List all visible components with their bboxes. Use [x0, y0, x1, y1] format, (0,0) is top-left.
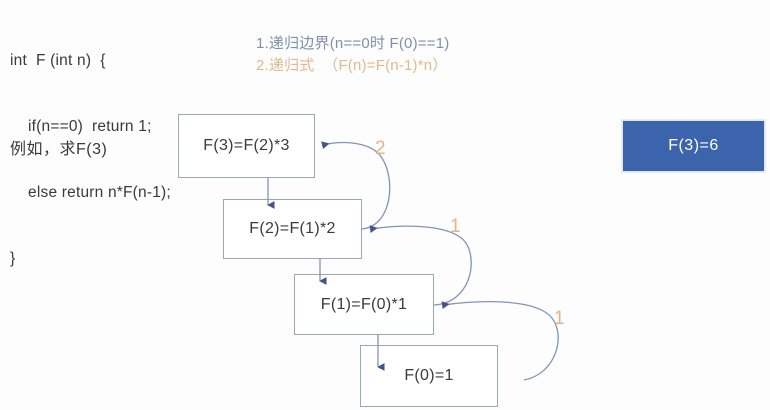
code-line-1: if(n==0) return 1; [10, 118, 152, 135]
call-frame-f0: F(0)=1 [360, 345, 498, 407]
call-frame-f1: F(1)=F(0)*1 [294, 274, 434, 335]
result-badge: F(3)=6 [622, 120, 765, 172]
code-line-0: int F (int n) { [10, 52, 106, 69]
step-number-2: 2 [375, 138, 387, 159]
source-code-block: int F (int n) { if(n==0) return 1; else … [10, 6, 171, 314]
code-line-2: else return n*F(n-1); [10, 184, 171, 201]
code-line-3: } [10, 250, 16, 267]
annotation-recursion-formula: 2.递归式 （F(n)=F(n-1)*n） [256, 57, 448, 74]
step-number-1-lower: 1 [554, 308, 566, 329]
call-frame-f3: F(3)=F(2)*3 [178, 114, 315, 178]
call-frame-f2: F(2)=F(1)*2 [223, 199, 362, 259]
example-label: 例如，求F(3) [10, 141, 108, 158]
annotation-recursion-boundary: 1.递归边界(n==0时 F(0)==1) [256, 35, 450, 52]
step-number-1-upper: 1 [450, 216, 462, 237]
